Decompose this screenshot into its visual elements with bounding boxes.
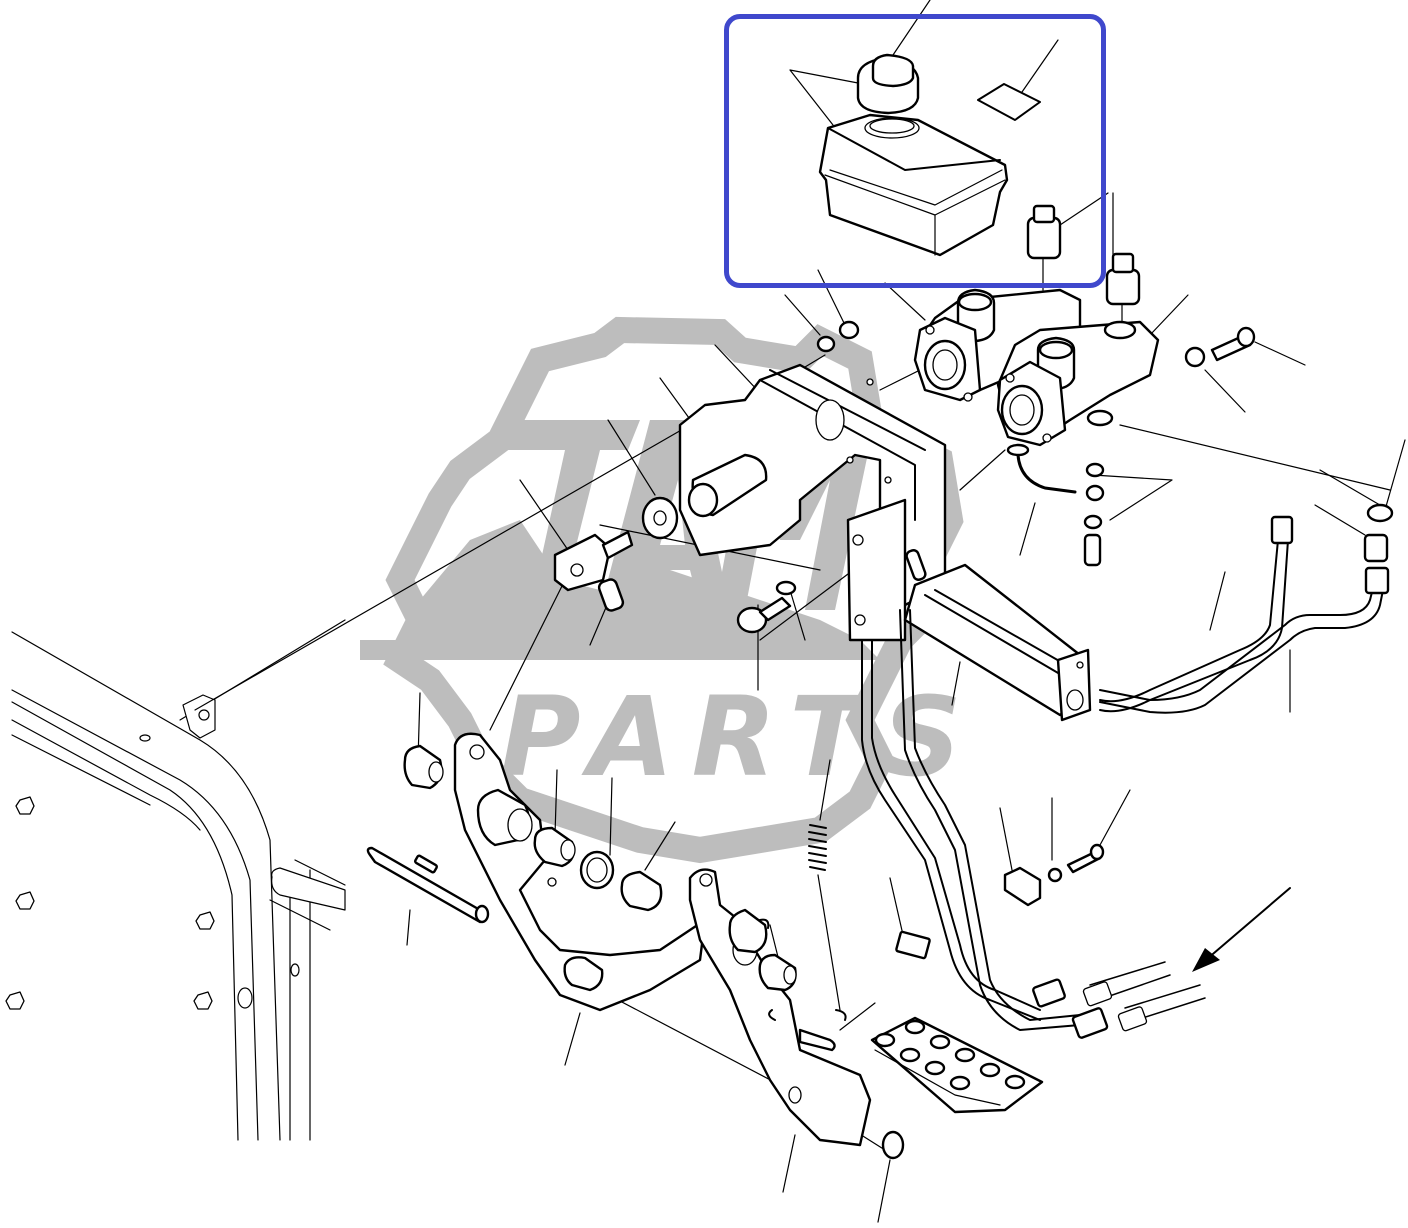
clamps	[895, 843, 1105, 960]
bushings	[403, 744, 905, 1160]
pivot-shaft	[366, 846, 490, 924]
label-plate	[977, 83, 1041, 121]
direction-arrow-icon	[1192, 887, 1291, 972]
pressure-switch-1	[1026, 204, 1062, 291]
highlight-box	[724, 14, 1106, 288]
reservoir-cap	[856, 53, 920, 139]
stopper-bolt	[736, 580, 797, 634]
pipe-fittings	[1006, 443, 1394, 1039]
frame	[5, 619, 346, 1141]
reservoir-tank	[818, 113, 1009, 257]
mounting-bracket	[678, 363, 947, 642]
pressure-switch-2	[1105, 252, 1141, 329]
master-cylinder-1	[913, 288, 1082, 402]
washer-nut	[816, 320, 1256, 368]
hoses	[1082, 961, 1206, 1032]
master-cylinder-2	[996, 320, 1160, 447]
clevis	[553, 530, 634, 612]
cross-tube	[903, 563, 1092, 722]
pedal-arm-right	[688, 868, 872, 1147]
watermark-parts-text: PARTS	[500, 673, 980, 801]
pedal-arm-left	[453, 732, 707, 1012]
return-spring	[808, 824, 847, 1021]
pins	[759, 918, 776, 1021]
pedal-pad	[870, 1016, 1044, 1114]
brake-pipes	[861, 539, 1386, 1031]
pushrod-sleeve	[641, 453, 768, 540]
